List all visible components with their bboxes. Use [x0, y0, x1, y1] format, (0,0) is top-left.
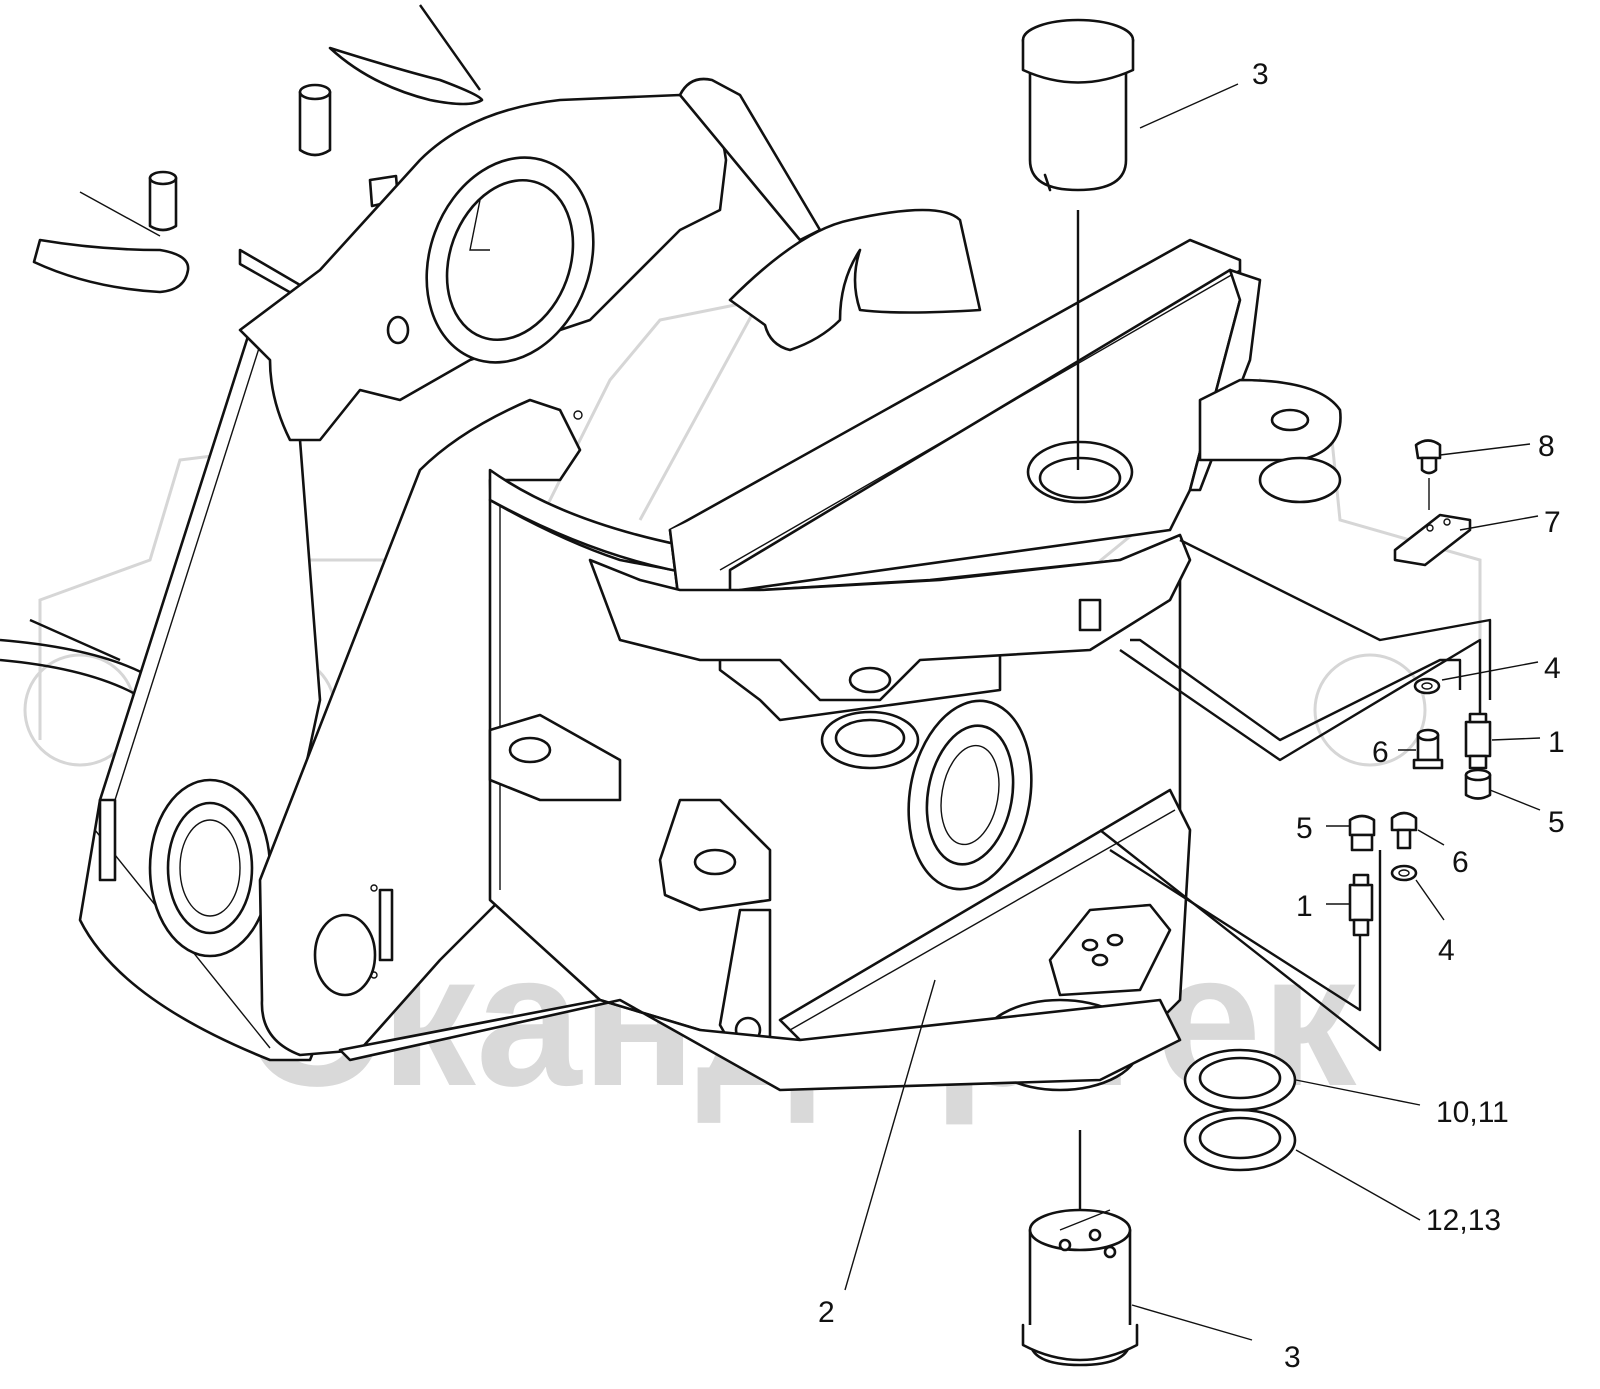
bolt-8: [1414, 439, 1442, 510]
leader-lines: [844, 83, 1541, 1341]
bottom-base-plate: [338, 998, 1182, 1092]
callout-4-right: 4: [1544, 652, 1561, 685]
callout-7: 7: [1544, 506, 1561, 539]
middle-swivel-plate: [588, 533, 1192, 770]
pin-top: [1021, 18, 1135, 470]
coupling-1-right: [1464, 712, 1492, 770]
bolt-6-left: [1412, 728, 1444, 770]
callout-1-right: 1: [1548, 726, 1565, 759]
callout-5-right: 5: [1548, 806, 1565, 839]
upper-left-bracket: [32, 4, 484, 300]
callout-8: 8: [1538, 430, 1555, 463]
callout-5-left: 5: [1296, 812, 1313, 845]
pin-bottom: [1021, 1130, 1139, 1367]
callout-4-bottom: 4: [1438, 934, 1455, 967]
shim-rings: [1183, 1048, 1297, 1172]
callout-10-11: 10,11: [1436, 1096, 1509, 1129]
nipple-5-left: [1348, 814, 1376, 852]
small-fittings: [1348, 439, 1492, 937]
callout-6-right: 6: [1452, 846, 1469, 879]
washer-4-bottom: [1390, 864, 1418, 882]
callout-1-left: 1: [1296, 890, 1313, 923]
callout-3-top: 3: [1252, 58, 1269, 91]
coupling-1-left: [1348, 873, 1374, 937]
callout-3-bottom: 3: [1284, 1341, 1301, 1374]
washer-4-right: [1413, 677, 1441, 695]
upper-triangle-plate: [668, 238, 1342, 612]
upper-swing-link: [238, 77, 822, 442]
callout-labels: 3 8 7 4 1 6 5 5 6 1 4 10,11 12,13 2 3: [818, 58, 1565, 1374]
bolt-6-right: [1390, 811, 1418, 850]
callout-12-13: 12,13: [1426, 1204, 1501, 1237]
callout-6-left: 6: [1372, 736, 1389, 769]
hydraulic-hoses: [1099, 538, 1492, 1052]
callout-2: 2: [818, 1296, 835, 1329]
clamp-plate-7: [1393, 513, 1472, 567]
lower-link-plate: [258, 398, 583, 1057]
nipple-5-right: [1464, 768, 1492, 800]
